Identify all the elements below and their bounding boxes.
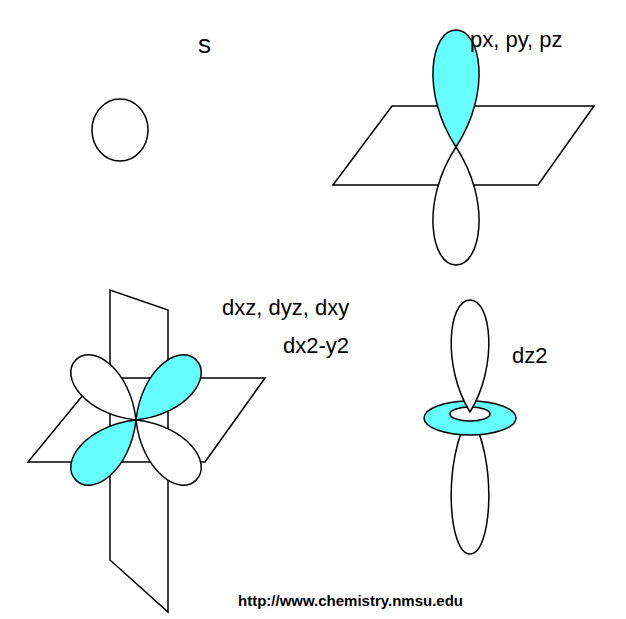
p-lobe	[433, 147, 479, 265]
source-url: http://www.chemistry.nmsu.edu	[238, 593, 463, 610]
orbital-label: s	[198, 30, 211, 59]
orbital-label: dxz, dyz, dxy	[222, 296, 349, 320]
d-lobe	[61, 405, 151, 495]
d-lobe	[121, 405, 211, 495]
orbital-label: dx2-y2	[283, 334, 349, 358]
orbital-label: px, py, pz	[470, 28, 563, 52]
s-orbital	[92, 99, 148, 161]
orbital-label: dz2	[512, 344, 547, 368]
dz2-lobe	[451, 300, 489, 412]
